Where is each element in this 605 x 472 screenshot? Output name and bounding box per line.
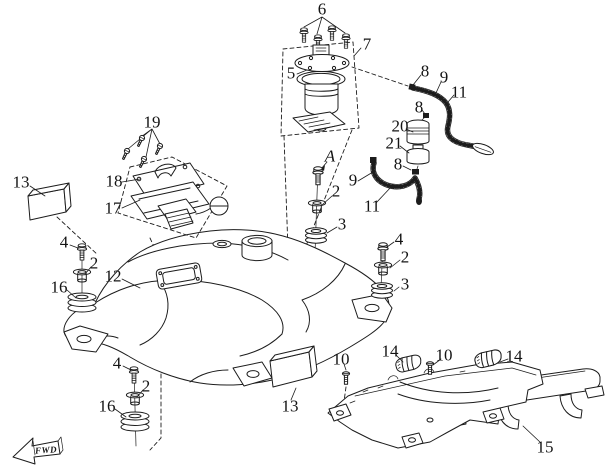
callout-hose-upper: 9: [439, 67, 449, 87]
hose-leaders: [357, 74, 455, 204]
callout-grommet-right: 3: [400, 274, 410, 294]
callout-screw-plate-right: 10: [435, 345, 453, 365]
callout-bolt-front: 4: [112, 353, 122, 373]
callout-support-rail: 15: [536, 437, 554, 457]
fuel-pump-assembly: [280, 16, 362, 137]
pump-strainer-plate: [292, 111, 346, 133]
filler-neck: [241, 234, 273, 262]
pad-left: [27, 182, 72, 221]
callout-collar-front: 2: [141, 376, 151, 396]
pump-body: [304, 83, 339, 116]
callout-pad-bottom: 13: [281, 396, 299, 416]
sender-body: [157, 196, 229, 230]
callout-hose-fitting-upper: 8: [420, 61, 430, 81]
callout-bolt-right: 4: [394, 229, 404, 249]
pump-flange: [294, 54, 350, 72]
fuel-tank: [63, 229, 393, 387]
callout-cushion-front: 16: [98, 396, 116, 416]
callout-pump-screws: 6: [317, 0, 327, 19]
callout-collar-center: 2: [331, 181, 341, 201]
callout-bolt-left: 4: [59, 232, 69, 252]
callout-collar-right: 2: [400, 247, 410, 267]
callout-hose-clamp-lower: 8: [393, 154, 403, 174]
tank-mount-left: [63, 325, 109, 353]
callout-clip-left: 14: [381, 341, 399, 361]
callout-view-a: A: [324, 146, 336, 166]
mount-column-right: [371, 241, 401, 299]
callout-hose-sleeve-lower: 11: [363, 196, 381, 216]
mount-column-front: [114, 365, 150, 432]
sender-opening: [155, 262, 203, 290]
callout-fuel-filter: 20: [391, 116, 409, 136]
mount-column-left: [66, 243, 97, 313]
mount-column-center: [305, 161, 338, 244]
callout-hose-clamp-filter: 8: [414, 97, 424, 117]
plate-screws-and-clips: [341, 348, 509, 385]
fuel-sender-assembly: [117, 128, 229, 239]
callout-hose-sleeve-upper: 11: [450, 82, 468, 102]
callout-fuel-sender: 17: [104, 198, 122, 218]
callout-fuel-tank: 12: [104, 266, 122, 286]
callout-fuel-pump: 5: [286, 63, 296, 83]
callout-grommet-center: 3: [337, 214, 347, 234]
pad-bottom: [269, 345, 318, 401]
guard-plate: [327, 361, 544, 449]
fwd-arrow-icon: [12, 436, 64, 465]
callout-pump-assembly: 7: [362, 34, 372, 54]
callout-filter-cup: 21: [385, 133, 403, 153]
callout-clip-right: 14: [505, 346, 523, 366]
fwd-marker-label: FWD: [34, 444, 58, 456]
callout-pad-left: 13: [12, 172, 30, 192]
callout-screw-plate-left: 10: [332, 349, 350, 369]
callout-sender-screws: 19: [143, 112, 161, 132]
callout-hose-lower: 9: [348, 170, 358, 190]
fuel-hose-upper: [408, 83, 494, 156]
callout-collar-left: 2: [89, 253, 99, 273]
vent-cap: [212, 239, 232, 249]
fuel-hose-lower: [370, 157, 423, 205]
callout-sender-bracket: 18: [105, 171, 123, 191]
fuel-filter: [406, 116, 430, 175]
callout-cushion-left: 16: [50, 277, 68, 297]
